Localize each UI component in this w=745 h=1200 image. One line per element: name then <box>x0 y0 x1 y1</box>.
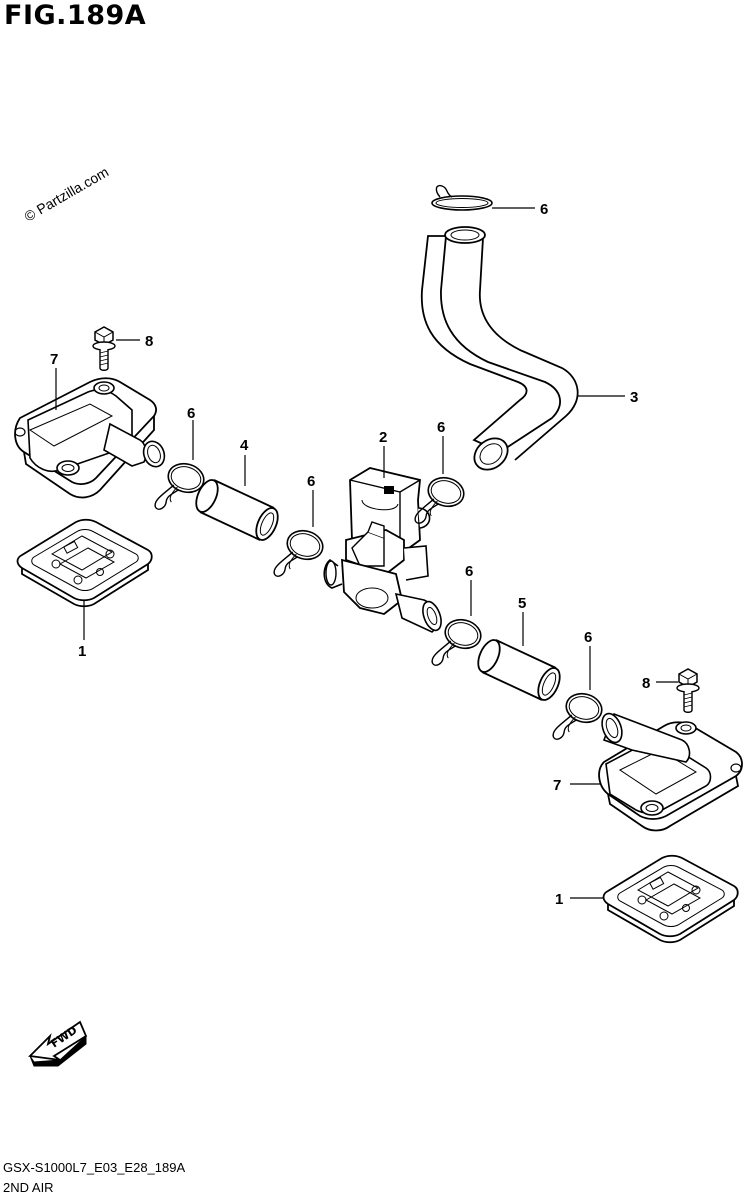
hose-clamp-right <box>551 687 606 750</box>
hose-clamp-top <box>432 186 492 210</box>
callout-1-right: 1 <box>555 891 563 908</box>
callout-7-left: 7 <box>50 351 58 368</box>
callout-6-top: 6 <box>540 201 548 218</box>
reed-valve-plate-right <box>602 854 739 944</box>
air-control-valve-part-2 <box>324 468 444 633</box>
bolt-right <box>676 668 700 713</box>
reed-valve-plate-left <box>16 518 153 608</box>
callout-6-mid: 6 <box>307 473 315 490</box>
hose-clamp-mid <box>272 524 327 587</box>
callout-6-left: 6 <box>187 405 195 422</box>
figure-title: FIG.189A <box>4 0 147 31</box>
callout-6-right: 6 <box>584 629 592 646</box>
short-hose-part-5 <box>474 637 564 703</box>
model-code: GSX-S1000L7_E03_E28_189A <box>3 1160 186 1175</box>
callout-8-left: 8 <box>145 333 153 350</box>
reed-valve-cover-left <box>15 378 168 497</box>
callout-2: 2 <box>379 429 387 446</box>
callout-1-left: 1 <box>78 643 86 660</box>
forward-arrow-icon: FWD <box>28 1020 88 1067</box>
section-name: 2ND AIR <box>3 1180 54 1195</box>
watermark-text: © Partzilla.com <box>22 164 112 225</box>
callout-4: 4 <box>240 437 249 454</box>
callout-6-upper-mid: 6 <box>437 419 445 436</box>
short-hose-part-4 <box>192 477 282 543</box>
bolt-left <box>92 326 116 371</box>
callout-3: 3 <box>630 389 638 406</box>
reed-valve-cover-right <box>598 711 742 831</box>
air-hose-part-3 <box>422 227 578 476</box>
callout-6-lower-mid: 6 <box>465 563 473 580</box>
callout-7-right: 7 <box>553 777 561 794</box>
callout-8-right: 8 <box>642 675 650 692</box>
callout-5: 5 <box>518 595 526 612</box>
